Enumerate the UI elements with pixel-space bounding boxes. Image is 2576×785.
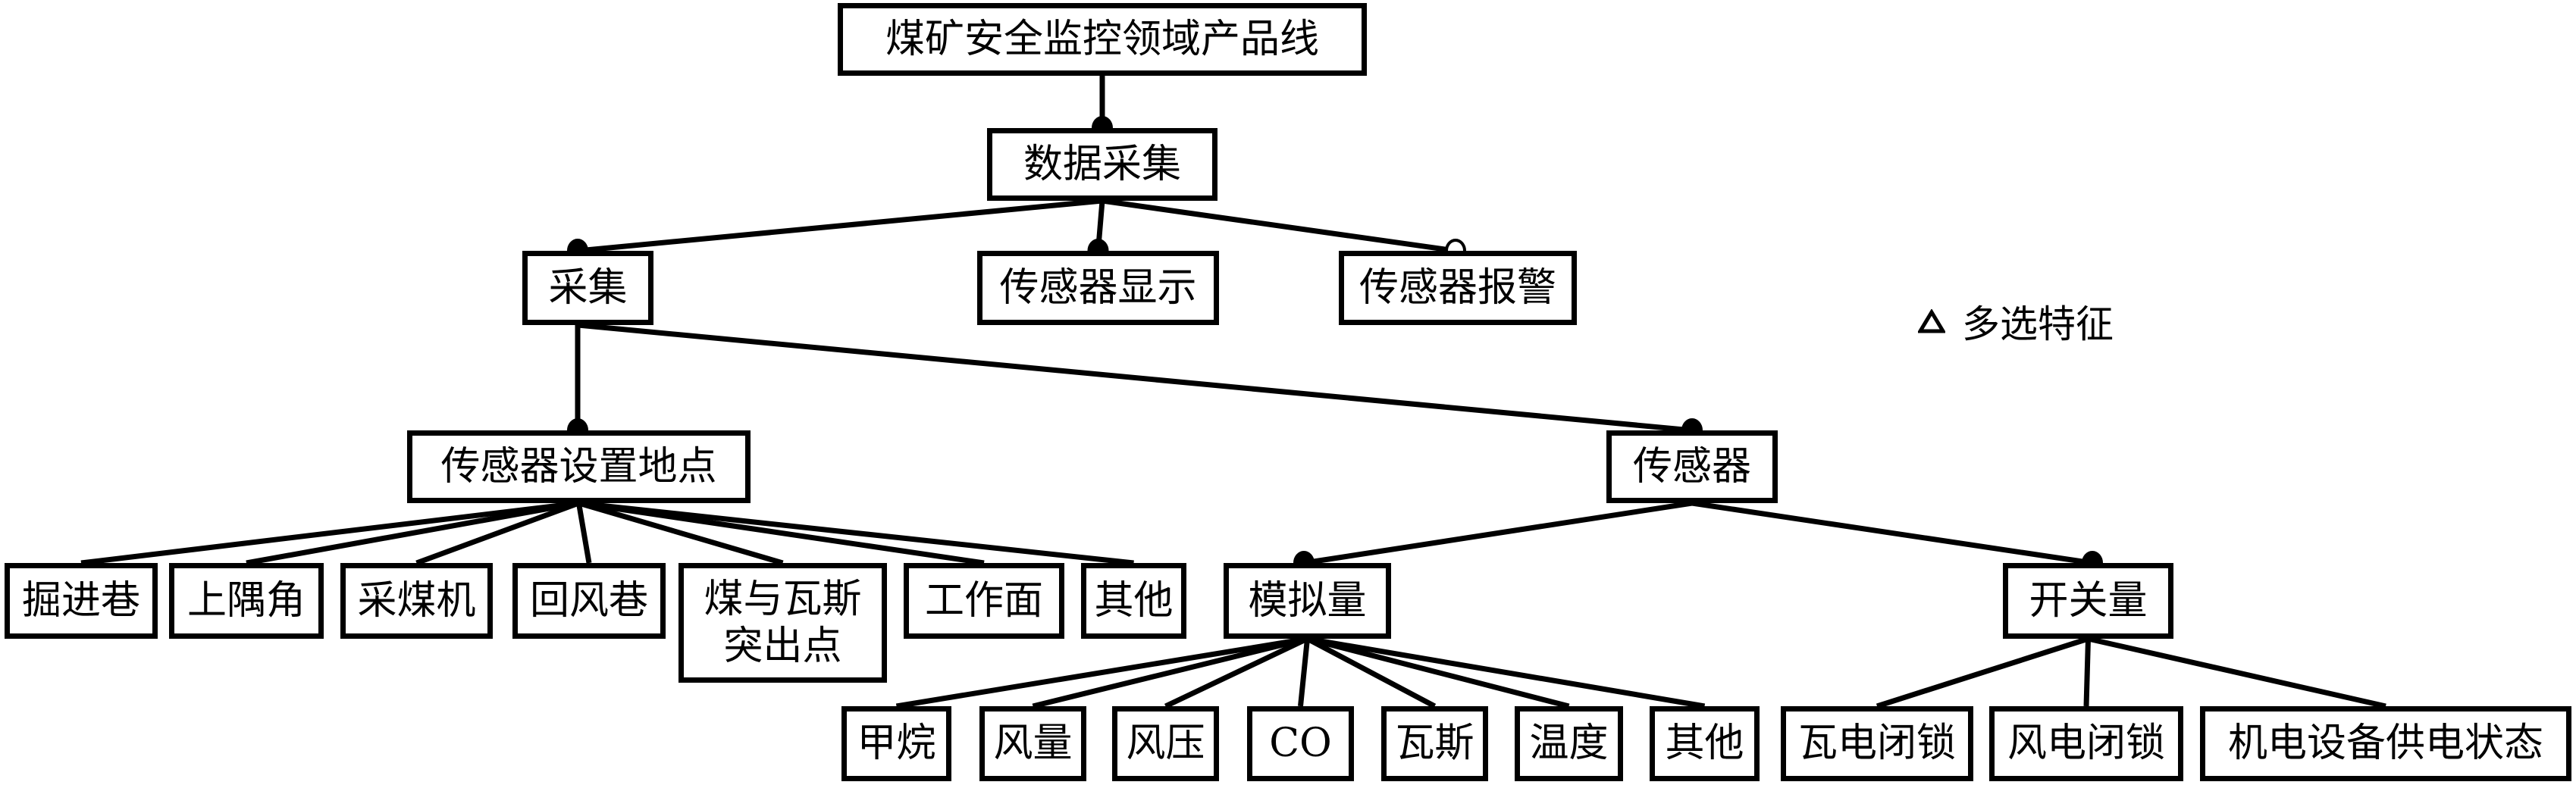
node-sensor-alarm: 传感器报警 — [1339, 251, 1577, 325]
edge-sensor_location-loc_outburst — [578, 500, 784, 566]
edge-sensor-analog — [1303, 500, 1693, 566]
edge-data_collection-sensor_alarm — [1102, 198, 1456, 254]
node-analog-pressure: 风压 — [1112, 706, 1219, 781]
node-switch-equipment-power-status: 机电设备供电状态 — [2200, 706, 2571, 781]
edge-sensor_location-loc_return_airway — [576, 502, 592, 564]
node-loc-shearer: 采煤机 — [340, 563, 493, 639]
edge-analog-analog_methane — [895, 636, 1308, 709]
node-analog: 模拟量 — [1224, 563, 1391, 639]
edge-sensor_location-loc_heading — [80, 500, 579, 566]
node-loc-outburst: 煤与瓦斯 突出点 — [678, 563, 887, 683]
node-analog-other: 其他 — [1650, 706, 1760, 781]
node-analog-airflow: 风量 — [979, 706, 1086, 781]
node-loc-upper-corner: 上隅角 — [169, 563, 324, 639]
node-sensor-location: 传感器设置地点 — [407, 430, 751, 503]
node-loc-other: 其他 — [1081, 563, 1186, 639]
edge-collection-sensor — [577, 322, 1693, 433]
node-analog-temperature: 温度 — [1515, 706, 1623, 781]
edge-analog-analog_temperature — [1306, 636, 1570, 709]
node-sensor-display: 传感器显示 — [977, 251, 1219, 325]
node-switch-wind-power-lock: 风电闭锁 — [1989, 706, 2183, 781]
node-collection: 采集 — [522, 251, 653, 325]
edge-switch-switch_gas_power_lock — [1876, 636, 2089, 709]
edge-sensor_location-loc_working_face — [578, 500, 985, 566]
edge-sensor_location-loc_other — [578, 500, 1134, 566]
node-data-collection: 数据采集 — [987, 128, 1217, 201]
node-switch-gas-power-lock: 瓦电闭锁 — [1781, 706, 1973, 781]
edge-analog-analog_airflow — [1032, 636, 1308, 709]
node-switch: 开关量 — [2003, 563, 2173, 639]
edge-analog-analog_gas — [1305, 636, 1437, 709]
node-analog-co: CO — [1247, 706, 1354, 781]
legend: 多选特征 — [1918, 294, 2114, 349]
edge-switch-switch_equipment_power_status — [2087, 636, 2386, 709]
edge-analog-analog_other — [1306, 636, 1706, 709]
edge-switch-switch_wind_power_lock — [2083, 638, 2091, 707]
node-root: 煤矿安全监控领域产品线 — [838, 3, 1367, 76]
node-sensor: 传感器 — [1606, 430, 1778, 503]
edge-data_collection-collection — [577, 198, 1103, 254]
legend-label: 多选特征 — [1962, 302, 2114, 346]
edge-analog-analog_pressure — [1164, 636, 1309, 709]
edge-sensor_location-loc_shearer — [415, 500, 580, 566]
edge-sensor_location-loc_upper_corner — [246, 500, 580, 566]
node-loc-return-airway: 回风巷 — [512, 563, 666, 639]
node-loc-working-face: 工作面 — [904, 563, 1064, 639]
node-analog-methane: 甲烷 — [841, 706, 951, 781]
node-loc-heading: 掘进巷 — [5, 563, 158, 639]
edge-analog-analog_co — [1298, 638, 1310, 707]
hollow-triangle-icon — [1918, 309, 1945, 333]
node-analog-gas: 瓦斯 — [1381, 706, 1488, 781]
edge-sensor-switch — [1691, 500, 2093, 566]
